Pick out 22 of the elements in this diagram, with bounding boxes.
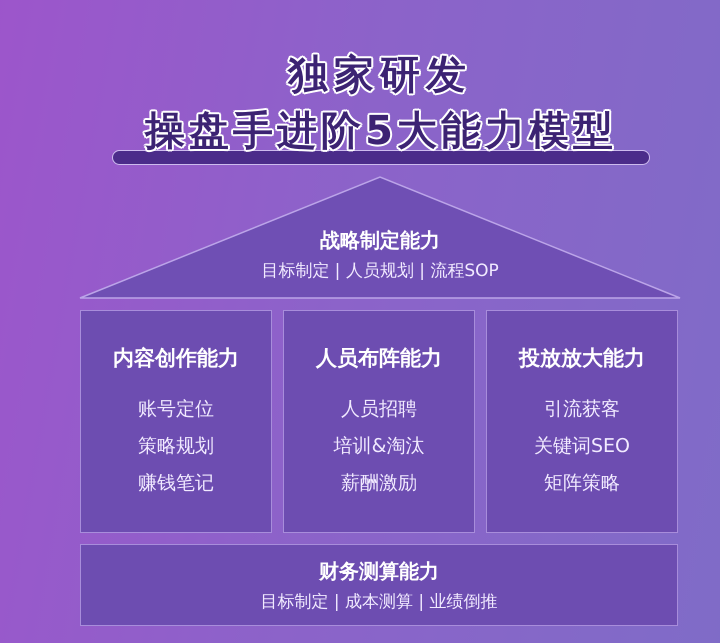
list-item: 人员招聘 bbox=[341, 397, 417, 422]
title: 操盘手进阶5大能力模型 bbox=[112, 108, 650, 165]
ability-panel bbox=[80, 544, 678, 626]
subtitle-text: 目标制定 | 成本测算 | 业绩倒推 bbox=[260, 591, 498, 614]
ability-panel bbox=[486, 310, 678, 533]
list-item: 矩阵策略 bbox=[544, 471, 620, 496]
subtitle-text: 目标制定 | 人员规划 | 流程SOP bbox=[261, 260, 499, 283]
kicker-heading: 独家研发 bbox=[288, 52, 472, 98]
ability-panel bbox=[80, 310, 272, 533]
list-item: 策略规划 bbox=[138, 434, 214, 459]
list-item: 关键词SEO bbox=[534, 434, 630, 459]
ability-heading: 财务测算能力 bbox=[319, 558, 439, 584]
list-item: 账号定位 bbox=[138, 397, 214, 422]
list-item: 引流获客 bbox=[544, 397, 620, 422]
list-item: 薪酬激励 bbox=[341, 471, 417, 496]
ability-heading: 战略制定能力 bbox=[320, 227, 440, 253]
list-item: 培训&淘汰 bbox=[334, 434, 424, 459]
ability-heading: 投放放大能力 bbox=[519, 345, 645, 372]
ability-panel bbox=[283, 310, 475, 533]
ability-heading: 内容创作能力 bbox=[113, 345, 239, 372]
list-item: 赚钱笔记 bbox=[138, 471, 214, 496]
ability-heading: 人员布阵能力 bbox=[316, 345, 442, 372]
